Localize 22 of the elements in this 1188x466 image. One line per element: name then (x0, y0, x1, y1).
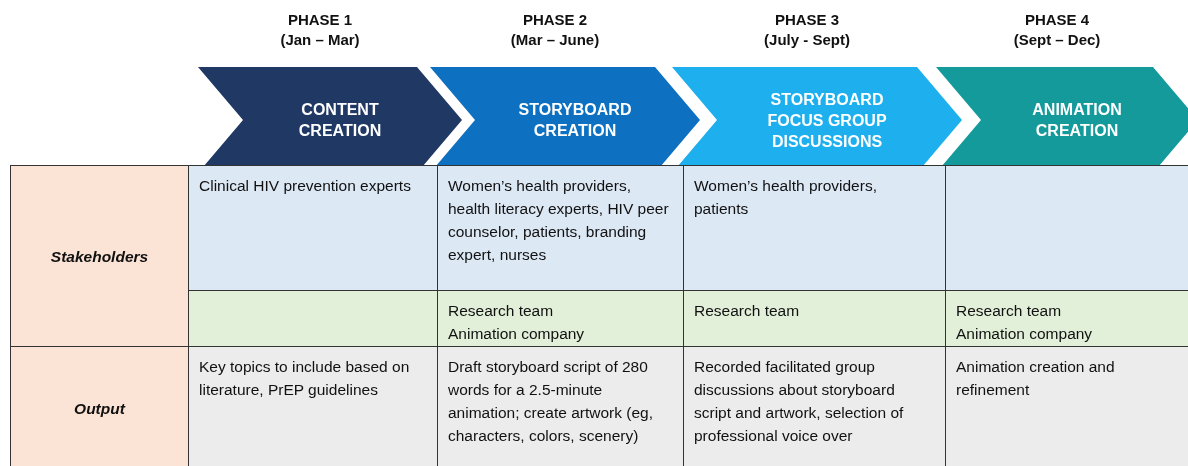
phase-label: CONTENT CREATION (297, 100, 383, 141)
cell-text: Research team (956, 301, 1063, 321)
cell-text: Recorded facilitated group discussions about storyboard script and artwork, selection of professional voice over (694, 357, 905, 446)
cell-text: Research team (448, 301, 555, 321)
phase-label: STORYBOARD FOCUS GROUP DISCUSSIONS (766, 89, 888, 152)
cell-text: Key topics to include based on literature, PrEP guidelines (199, 357, 411, 400)
phase-heading: PHASE 3 (July - Sept) (763, 10, 851, 50)
cell-text: Animation company (956, 324, 1094, 344)
cell-text: Draft storyboard script of 280 words for a 2.5-minute animation; create artwork (eg, characters, colors, scenery) (448, 357, 655, 446)
cell-text: Animation creation and refinement (956, 357, 1116, 400)
phase-heading: PHASE 2 (Mar – June) (509, 10, 601, 50)
phase-heading: PHASE 1 (Jan – Mar) (279, 10, 361, 50)
cell-text: Women’s health providers, health literacy experts, HIV peer counselor, patients, branding expert, nurses (448, 176, 670, 265)
cell-text: Women’s health providers, patients (694, 176, 878, 219)
row-header-text: Output (74, 399, 125, 419)
phase-label: ANIMATION CREATION (1031, 100, 1123, 141)
phase-heading: PHASE 4 (Sept – Dec) (1012, 10, 1102, 50)
row-header-text: Stakeholders (50, 246, 149, 267)
cell-text: Research team (694, 301, 801, 321)
cell-text: Animation company (448, 324, 586, 344)
phase-label: STORYBOARD CREATION (517, 100, 633, 141)
cell-text: Clinical HIV prevention experts (199, 176, 412, 196)
